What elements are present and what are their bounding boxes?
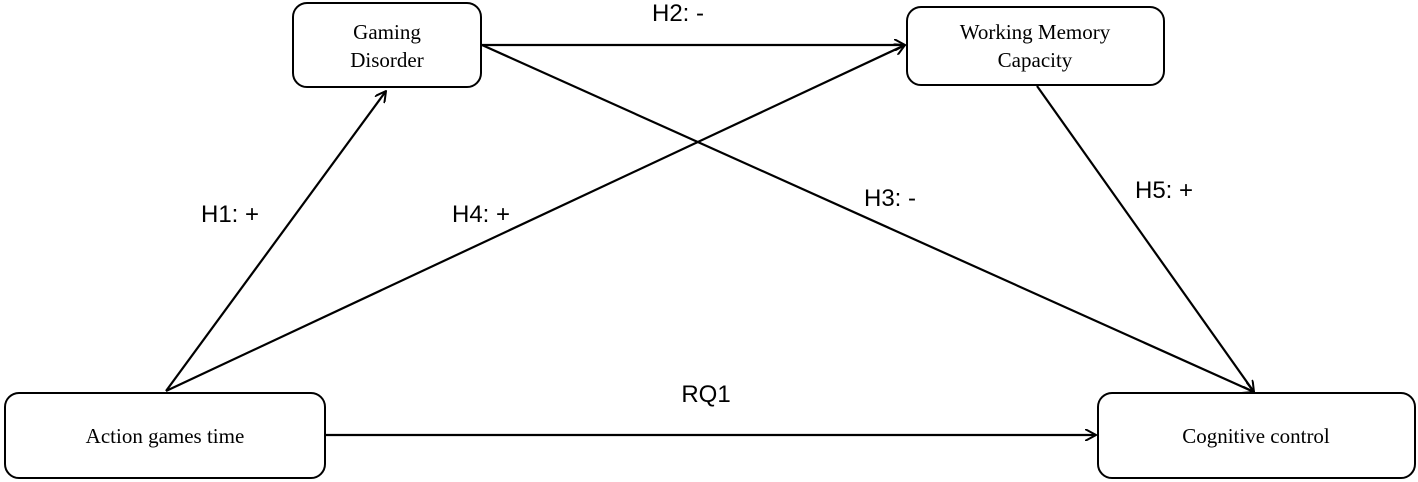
edge-h1-arrow — [165, 91, 386, 392]
edge-label-h5: H5: + — [1135, 177, 1193, 204]
node-working-memory-line2: Capacity — [998, 48, 1073, 72]
edge-label-h4: H4: + — [452, 201, 510, 228]
edge-h4-arrow — [165, 45, 905, 392]
edge-label-h3: H3: - — [864, 185, 916, 212]
node-action-games-label: Action games time — [86, 424, 245, 448]
node-cognitive-control-label: Cognitive control — [1182, 424, 1330, 448]
edge-h3-arrow — [481, 43, 1254, 392]
node-gaming-disorder-box — [292, 2, 482, 88]
edge-label-h2: H2: - — [652, 0, 704, 27]
node-cognitive-control: Cognitive control — [1097, 392, 1416, 479]
node-working-memory-capacity: Working Memory Capacity — [906, 6, 1165, 86]
node-working-memory-line1: Working Memory — [960, 20, 1111, 44]
node-cognitive-control-box — [1097, 392, 1416, 479]
node-gaming-disorder-line1: Gaming — [353, 20, 421, 44]
node-action-games-box — [4, 392, 326, 479]
node-working-memory-box — [906, 6, 1165, 86]
edge-label-rq1: RQ1 — [681, 381, 730, 408]
edge-label-h1: H1: + — [201, 201, 259, 228]
node-action-games-time: Action games time — [4, 392, 326, 479]
node-gaming-disorder: Gaming Disorder — [292, 2, 482, 88]
edge-h5-arrow — [1036, 85, 1254, 392]
node-gaming-disorder-line2: Disorder — [350, 48, 423, 72]
